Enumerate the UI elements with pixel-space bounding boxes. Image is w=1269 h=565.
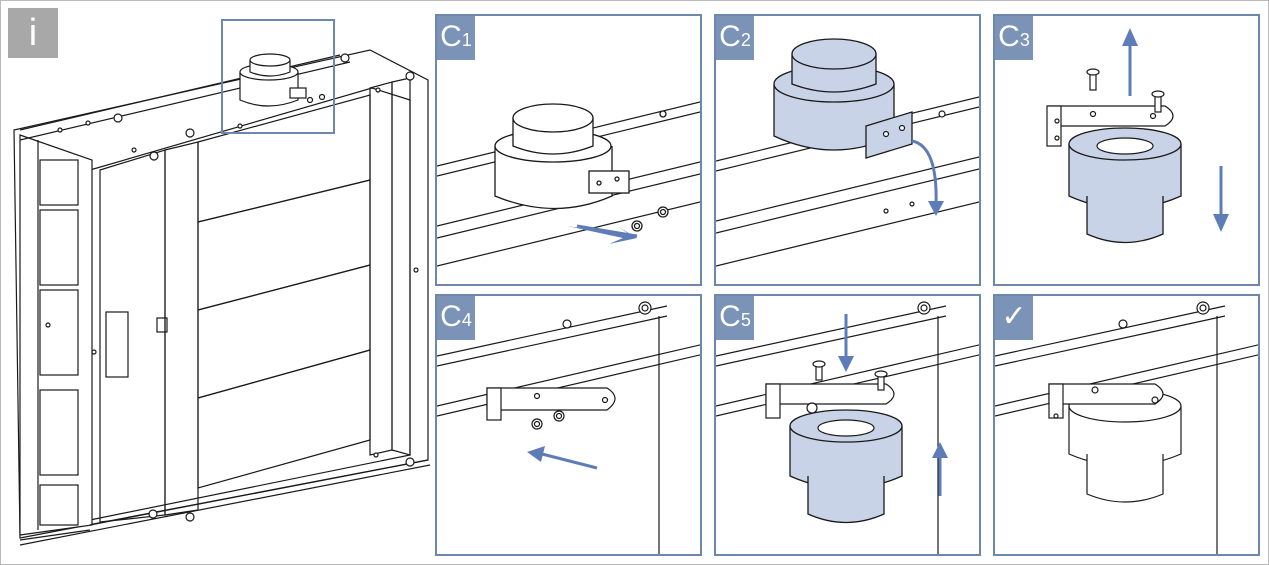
step-badge-1: C1 bbox=[437, 16, 475, 60]
step-badge-3: C3 bbox=[995, 16, 1033, 60]
step-panel-done: ✓ bbox=[993, 294, 1260, 556]
info-badge: i bbox=[8, 8, 58, 58]
step-panel-5: C5 bbox=[714, 294, 981, 556]
fitting bbox=[494, 146, 613, 210]
step-badge-done: ✓ bbox=[995, 296, 1033, 340]
step-1-illustration bbox=[437, 101, 700, 267]
step-4-illustration bbox=[437, 301, 700, 554]
bracket bbox=[486, 387, 616, 411]
side-window-4 bbox=[39, 389, 79, 476]
step-done-illustration bbox=[995, 301, 1258, 554]
step-panel-4: C4 bbox=[435, 294, 702, 556]
step-badge-2: C2 bbox=[716, 16, 754, 60]
side-window-1 bbox=[39, 159, 79, 206]
step-badge-5: C5 bbox=[716, 296, 754, 340]
overview-fitting bbox=[239, 72, 299, 107]
screw-1 bbox=[815, 365, 823, 381]
detail-highlight-box bbox=[221, 19, 335, 134]
step-panel-3: C3 bbox=[993, 14, 1260, 286]
move-arrow bbox=[541, 452, 598, 470]
screw-1 bbox=[1089, 73, 1097, 91]
side-window-3 bbox=[39, 289, 79, 376]
check-icon: ✓ bbox=[1001, 300, 1027, 333]
info-badge-label: i bbox=[28, 12, 38, 54]
bracket bbox=[1048, 105, 1174, 127]
access-panel-window bbox=[105, 311, 129, 378]
step-panel-2: C2 bbox=[714, 14, 981, 286]
screw-2 bbox=[877, 375, 885, 391]
step-5-illustration bbox=[716, 301, 979, 554]
step-panel-1: C1 bbox=[435, 14, 702, 286]
bracket bbox=[1048, 383, 1164, 405]
screw-2 bbox=[1154, 95, 1162, 113]
step-3-illustration bbox=[1046, 28, 1229, 244]
bracket-highlighted bbox=[865, 111, 913, 159]
bracket bbox=[765, 383, 895, 405]
move-arrow bbox=[567, 226, 637, 244]
side-window-2 bbox=[39, 209, 79, 286]
step-2-illustration bbox=[716, 38, 979, 267]
step-badge-4: C4 bbox=[437, 296, 475, 340]
bracket bbox=[588, 170, 630, 194]
overview-illustration bbox=[13, 19, 431, 546]
side-window-5 bbox=[39, 484, 79, 526]
rotate-arrow bbox=[911, 139, 938, 207]
damper-outer-frame bbox=[13, 49, 429, 539]
